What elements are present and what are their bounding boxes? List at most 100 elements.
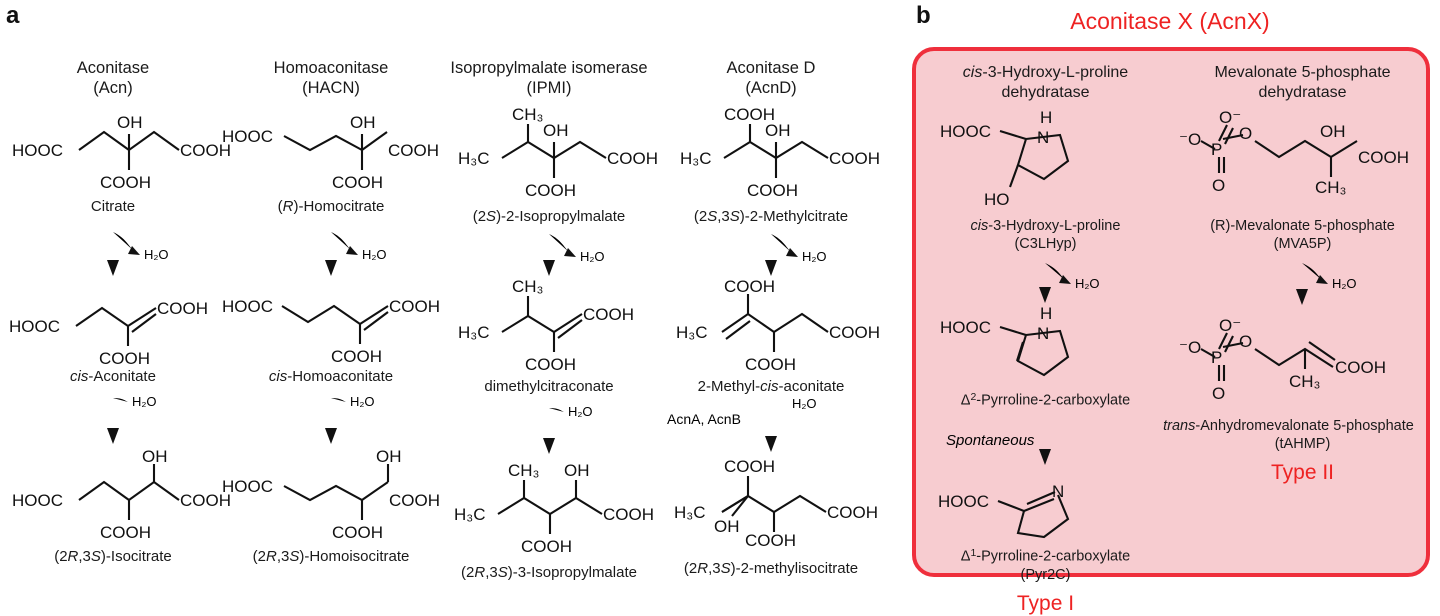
substrate-structure: H N HOOC HO (918, 103, 1173, 211)
compound-name: cis-Aconitate (4, 368, 222, 386)
atom-label: COOH (1358, 148, 1409, 167)
enzyme-title: cis-3-Hydroxy-L-proline dehydratase (918, 63, 1173, 103)
atom-label: COOH (389, 491, 440, 510)
product-structure: HOOC OH COOH COOH (4, 447, 231, 542)
byproduct-label: H₂O (132, 394, 157, 409)
atom-label: COOH (829, 149, 880, 168)
reaction-arrow-2: H₂O (222, 386, 440, 448)
enzyme-title: Homoaconitase (HACN) (222, 58, 440, 98)
product-structure: COOH H₃C OH COOH COOH (662, 457, 880, 550)
compound-abbrev: (C3LHyp) (1014, 236, 1077, 252)
substrate-structure: ⁻O O⁻ O P O OH COOH CH₃ (1175, 103, 1430, 211)
atom-label: COOH (332, 173, 383, 192)
compound-name: (2R,3S)-3-Isopropylmalate (461, 564, 637, 581)
compound-rest: -Anhydromevalonate 5-phosphate (1195, 418, 1414, 434)
compound-name: Citrate (90, 198, 136, 215)
enzyme-title: Aconitase (Acn) (4, 58, 222, 98)
reaction-arrow-2: H₂O (4, 386, 222, 448)
enzyme-title: Aconitase D (AcnD) (662, 58, 880, 98)
intermediate-structure: COOH H₃C COOH COOH (662, 277, 880, 374)
atom-label: CH₃ (512, 105, 543, 124)
atom-label: HOOC (222, 297, 273, 316)
byproduct-label: H₂O (362, 247, 387, 262)
atom-label: ⁻O (1179, 130, 1201, 149)
pathway-column-aconitase: Aconitase (Acn) HOOC OH COOH COOH Citrat… (4, 0, 231, 566)
atom-label: OH (117, 113, 143, 132)
compound-name: Δ2-Pyrroline-2-carboxylate (960, 392, 1131, 409)
enzyme-name-prefix: cis (962, 64, 983, 81)
compound-name-rest: -Aconitate (88, 368, 156, 385)
product-structure: N HOOC (918, 471, 1173, 541)
compound-abbrev: (Pyr2C) (1020, 566, 1071, 583)
atom-label: HOOC (938, 492, 989, 511)
superscript: 1 (970, 548, 977, 560)
atom-label: COOH (724, 277, 775, 296)
atom-label: COOH (583, 305, 634, 324)
compound-name: trans-Anhydromevalonate 5-phosphate (1161, 417, 1416, 435)
atom-label: H₃C (674, 503, 705, 522)
atom-label: H₃C (454, 505, 485, 524)
compound-name: Δ1-Pyrroline-2-carboxylate (960, 548, 1131, 565)
type-label: Type II (1270, 461, 1335, 484)
compound-name: (2S)-2-Isopropylmalate (472, 208, 626, 225)
atom-label: COOH (100, 173, 151, 192)
atom-label: COOH (389, 297, 440, 316)
byproduct-label: H₂O (802, 249, 827, 264)
atom-label: COOH (521, 537, 572, 556)
compound-name: dimethylcitraconate (484, 378, 614, 395)
atom-label: H (1040, 108, 1052, 127)
byproduct-label: H₂O (568, 404, 593, 419)
atom-label: OH (564, 461, 590, 480)
product-structure: CH₃ H₃C OH COOH COOH (440, 458, 658, 556)
enzyme-abbrev: (HACN) (302, 79, 360, 97)
reaction-arrow-1: H₂O (1175, 253, 1430, 311)
atom-label: H₃C (458, 323, 489, 342)
atom-label: H₃C (676, 323, 707, 342)
atom-label: COOH (525, 181, 576, 200)
reaction-arrow-1: H₂O (4, 216, 222, 282)
spontaneous-label: Spontaneous (946, 432, 1035, 449)
compound-prefix: trans (1163, 418, 1196, 434)
atom-label: COOH (525, 355, 576, 374)
atom-label: OH (376, 447, 402, 466)
enzyme-name: Aconitase (76, 59, 150, 77)
substrate-structure: HOOC OH COOH COOH (222, 98, 440, 192)
panel-a-letter: a (6, 2, 20, 29)
enzyme-name: Mevalonate 5-phosphate (1214, 64, 1391, 81)
atom-label: O (1212, 176, 1225, 195)
atom-label: ⁻O (1179, 338, 1201, 357)
stereo-prefix: cis (70, 368, 89, 385)
atom-label: O (1239, 124, 1252, 143)
atom-label: COOH (745, 355, 796, 374)
byproduct-label: H₂O (144, 247, 169, 262)
substrate-structure: COOH H₃C OH COOH COOH (662, 98, 880, 200)
atom-label: N (1052, 482, 1064, 501)
atom-label: N (1037, 324, 1049, 343)
acnx-box: cis-3-Hydroxy-L-proline dehydratase H N … (912, 47, 1430, 615)
acnx-title: Aconitase X (AcnX) (1070, 8, 1270, 34)
compound-name: 2-Methyl-cis-aconitate (697, 378, 845, 395)
atom-label: O (1212, 384, 1225, 403)
reaction-arrow-1: H₂O (662, 226, 880, 282)
atom-label: H (1040, 304, 1052, 323)
compound-name: (2S,3S)-2-Methylcitrate (693, 208, 849, 225)
compound-rest: -3-Hydroxy-L-proline (988, 218, 1121, 234)
enzyme-abbrev: (AcnD) (745, 79, 797, 97)
atom-label: COOH (388, 141, 439, 160)
byproduct-label: H₂O (792, 396, 817, 411)
product-structure: HOOC OH COOH COOH (222, 447, 440, 542)
reaction-arrow-2: Spontaneous (918, 409, 1173, 471)
substrate-structure: CH₃ H₃C OH COOH COOH (440, 98, 658, 200)
substrate-structure: HOOC OH COOH COOH (4, 98, 231, 192)
atom-label: OH (714, 517, 740, 536)
atom-label: CH₃ (508, 461, 539, 480)
atom-label: HO (984, 190, 1010, 209)
compound-name: (2R,3S)-2-methylisocitrate (683, 560, 859, 577)
pathway-column-homoaconitase: Homoaconitase (HACN) HOOC OH COOH COOH (… (222, 0, 440, 566)
atom-label: COOH (100, 523, 151, 542)
byproduct-label: H₂O (580, 249, 605, 264)
atom-label: COOH (157, 299, 208, 318)
atom-label: COOH (180, 491, 231, 510)
compound-name: cis-3-Hydroxy-L-proline (918, 217, 1173, 235)
atom-label: P (1211, 348, 1222, 367)
